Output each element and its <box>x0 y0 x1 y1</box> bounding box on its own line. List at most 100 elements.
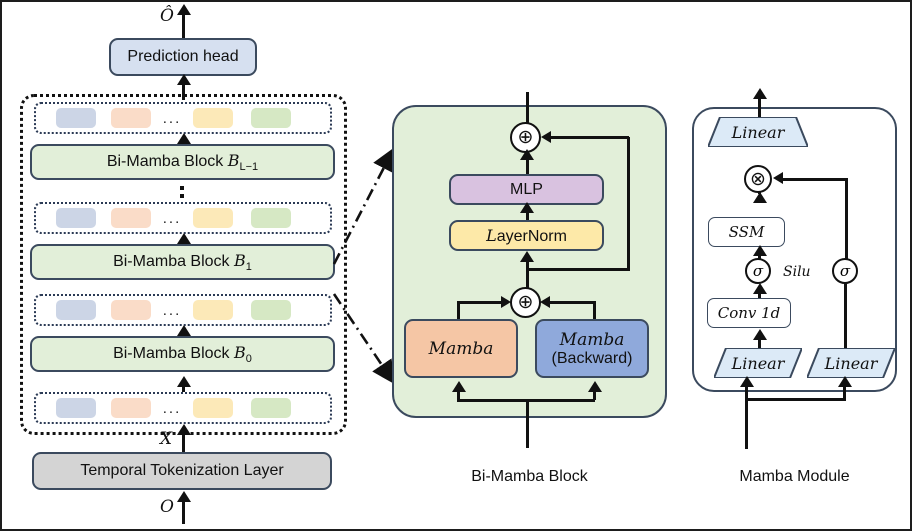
ssm-box[interactable]: SSM <box>708 217 785 247</box>
token-chip <box>111 398 151 418</box>
bi-mamba-block-L-1-label: Bi-Mamba Block BL−1 <box>106 150 259 174</box>
bi-mamba-block-1[interactable]: Bi-Mamba Block B1 <box>30 244 335 280</box>
token-strip-ellipsis: ... <box>162 399 182 417</box>
token-chip <box>111 108 151 128</box>
multiply-symbol: ⊗ <box>750 168 766 190</box>
mamba-backward-box[interactable]: Mamba (Backward) <box>535 319 649 378</box>
arrow-line-to-prediction-head <box>182 82 185 100</box>
arrow-head-tokenizer-to-stack <box>176 424 191 435</box>
arrow-head-mamba-bwd-to-add <box>540 296 550 308</box>
sigma-right-label: σ <box>839 262 851 280</box>
gate-wire-horizontal <box>782 178 848 181</box>
residual-arrow-head-top <box>541 131 551 143</box>
token-strip-ellipsis: ... <box>162 109 182 127</box>
token-chip <box>251 208 291 228</box>
temporal-tokenization-layer[interactable]: Temporal Tokenization Layer <box>32 452 332 490</box>
wire-input-to-linearright <box>843 384 846 399</box>
multiply-op: ⊗ <box>744 165 772 193</box>
output-arrow-line <box>182 12 185 38</box>
sigma-left: σ <box>745 258 771 284</box>
wire-mamba-bwd-to-add <box>548 301 596 304</box>
conv1d-box[interactable]: Conv 1d <box>707 298 791 328</box>
prediction-head-label: Prediction head <box>127 48 239 65</box>
token-chip <box>193 300 233 320</box>
arrow-head-add-to-ln <box>520 251 534 262</box>
arrow-head-sigma-left-to-ssm <box>752 245 767 256</box>
token-chip <box>193 398 233 418</box>
mamba-module-input-split <box>745 398 846 401</box>
bi-mamba-input-line <box>526 400 529 448</box>
ssm-label: SSM <box>728 223 765 241</box>
linear-top-label: Linear <box>731 122 785 142</box>
temporal-tokenization-layer-label: Temporal Tokenization Layer <box>80 462 284 479</box>
arrow-head-ln-to-mlp <box>520 202 534 213</box>
token-chip <box>251 108 291 128</box>
residual-wire-right <box>627 137 630 271</box>
token-strip-top: ... <box>34 102 332 134</box>
token-strip-middle: ... <box>34 202 332 234</box>
layernorm-box[interactable]: LayerNorm <box>449 220 604 251</box>
layernorm-label: LayerNorm <box>486 225 567 245</box>
output-arrow-head <box>176 4 191 15</box>
bi-mamba-block-caption: Bi-Mamba Block <box>471 468 588 485</box>
linear-left-label: Linear <box>731 353 785 373</box>
linear-left-box[interactable]: Linear <box>714 348 802 378</box>
linear-right-box[interactable]: Linear <box>807 348 895 378</box>
arrow-head-input-to-linearright <box>837 376 852 387</box>
arrow-head-blockL1-to-strip <box>176 133 191 144</box>
token-chip <box>56 398 96 418</box>
arrow-head-mamba-fwd-to-add <box>501 296 511 308</box>
input-label-o: O <box>160 497 174 517</box>
token-strip-bottom: ... <box>34 392 332 424</box>
arrow-head-block0-to-strip <box>176 325 191 336</box>
bi-mamba-block-0[interactable]: Bi-Mamba Block B0 <box>30 336 335 372</box>
arrow-head-input-to-bwd <box>587 381 602 392</box>
add-symbol-top: ⊕ <box>517 127 534 148</box>
gate-arrow-head <box>773 172 783 184</box>
token-strip-lower: ... <box>34 294 332 326</box>
wire-input-to-bwd <box>593 390 596 400</box>
mamba-forward-label: Mamba <box>428 338 494 359</box>
arrow-head-input-to-fwd <box>451 381 466 392</box>
sigma-left-label: σ <box>752 262 764 280</box>
token-chip <box>193 108 233 128</box>
wire-mamba-fwd-to-add <box>457 301 504 304</box>
mamba-forward-box[interactable]: Mamba <box>404 319 518 378</box>
residual-add-middle: ⊕ <box>510 287 541 318</box>
feature-label-x: X <box>160 429 173 449</box>
arrow-head-input-to-linearleft <box>739 376 754 387</box>
input-arrow-line <box>182 498 185 524</box>
arrow-line-strip-to-block0 <box>182 384 185 398</box>
prediction-head-box[interactable]: Prediction head <box>109 38 257 76</box>
token-chip <box>251 398 291 418</box>
residual-wire-top <box>550 136 629 139</box>
wire-linearright-to-sigma <box>844 283 847 348</box>
arrow-line-tokenizer-to-stack <box>182 432 185 454</box>
arrow-head-strip-to-block0 <box>176 376 191 387</box>
arrow-head-conv-to-sigma <box>752 283 767 294</box>
mamba-module-input-line <box>745 399 748 449</box>
bi-mamba-block-L-1[interactable]: Bi-Mamba Block BL−1 <box>30 144 335 180</box>
token-chip <box>111 300 151 320</box>
wire-mamba-bwd-up <box>593 302 596 334</box>
mamba-module-output-arrow <box>752 88 767 99</box>
bi-mamba-block-1-label: Bi-Mamba Block B1 <box>113 250 252 274</box>
output-label: Ô <box>160 6 174 26</box>
conv1d-label: Conv 1d <box>717 304 781 322</box>
mlp-box[interactable]: MLP <box>449 174 604 205</box>
token-chip <box>251 300 291 320</box>
token-chip <box>193 208 233 228</box>
arrow-line-conv-to-sigma <box>758 290 761 300</box>
linear-top-box[interactable]: Linear <box>708 117 808 147</box>
wire-input-to-fwd <box>457 390 460 400</box>
bi-mamba-input-split <box>457 399 595 402</box>
token-chip <box>56 300 96 320</box>
wire-input-to-linearleft <box>745 384 748 399</box>
wire-mamba-fwd-up <box>457 302 460 334</box>
arrow-head-mlp-to-add <box>520 149 534 160</box>
silu-label: Silu <box>783 264 811 280</box>
token-chip <box>56 108 96 128</box>
arrow-line-ln-to-mlp <box>526 208 529 220</box>
add-symbol-middle: ⊕ <box>517 292 534 313</box>
arrow-head-linearleft-to-conv <box>752 329 767 340</box>
